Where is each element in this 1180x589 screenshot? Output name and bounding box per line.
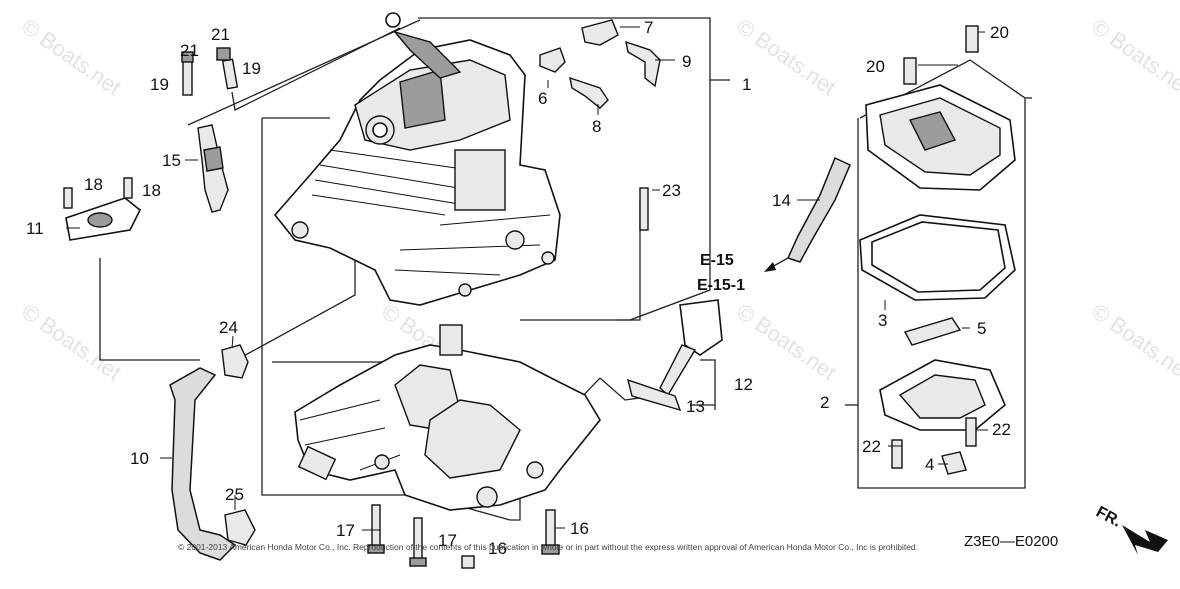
front-direction-marker: FR.	[1093, 504, 1168, 555]
callout-20-left: 20	[866, 57, 885, 76]
reference-arrow	[764, 257, 789, 272]
reference-labels: E-15 E-15-1	[697, 252, 745, 294]
breather-tube-part	[169, 344, 256, 561]
hose-14-part	[786, 156, 851, 263]
watermark: © Boats.net	[1087, 299, 1180, 386]
leader-lines	[66, 26, 988, 531]
callout-2: 2	[820, 393, 829, 412]
reference-e15-1: E-15-1	[697, 277, 745, 294]
lower-bolts	[367, 504, 560, 569]
oil-gauge-parts	[627, 187, 723, 412]
callout-25: 25	[225, 485, 244, 504]
head-cover-parts	[859, 25, 1016, 475]
oil-case-part	[294, 324, 601, 511]
callout-20-right: 20	[990, 23, 1009, 42]
callout-9: 9	[682, 52, 691, 71]
watermark: © Boats.net	[1087, 14, 1180, 101]
callout-3: 3	[878, 311, 887, 330]
callout-21-right: 21	[211, 25, 230, 44]
callout-4: 4	[925, 455, 934, 474]
callout-14: 14	[772, 191, 791, 210]
callout-18-right: 18	[142, 181, 161, 200]
callout-10: 10	[130, 449, 149, 468]
callout-12: 12	[734, 375, 753, 394]
arrowhead-icon	[764, 262, 776, 272]
front-label: FR.	[1093, 504, 1124, 531]
callout-18-left: 18	[84, 175, 103, 194]
left-small-parts	[63, 47, 239, 241]
reference-e15: E-15	[700, 252, 734, 269]
callout-19-left: 19	[150, 75, 169, 94]
callout-22-left: 22	[862, 437, 881, 456]
callout-17-center: 17	[438, 531, 457, 550]
callout-15: 15	[162, 151, 181, 170]
callout-1: 1	[742, 75, 751, 94]
callout-19-right: 19	[242, 59, 261, 78]
callout-23: 23	[662, 181, 681, 200]
callout-24: 24	[219, 318, 238, 337]
callout-labels: 1 2 3 4 5 6 7 8 9 10 11 12 13 14 15 16 1…	[26, 18, 1011, 558]
callout-16b: 16	[488, 539, 507, 558]
watermark: © Boats.net	[732, 299, 841, 386]
watermark: © Boats.net	[17, 299, 126, 386]
callout-11: 11	[26, 219, 44, 238]
callout-8: 8	[592, 117, 601, 136]
copyright-notice: © 2001-2013 American Honda Motor Co., In…	[178, 542, 918, 552]
diagram-code: Z3E0—E0200	[964, 533, 1058, 550]
front-arrow-icon	[1122, 525, 1168, 555]
watermark: © Boats.net	[17, 14, 126, 101]
cylinder-crankcase-part	[273, 12, 561, 306]
rocker-parts	[539, 19, 661, 109]
callout-7: 7	[644, 18, 653, 37]
callout-17-left: 17	[336, 521, 355, 540]
callout-16: 16	[570, 519, 589, 538]
callout-22-right: 22	[992, 420, 1011, 439]
callout-13: 13	[686, 397, 705, 416]
callout-5: 5	[977, 319, 986, 338]
callout-21-left: 21	[180, 41, 199, 60]
callout-6: 6	[538, 89, 547, 108]
